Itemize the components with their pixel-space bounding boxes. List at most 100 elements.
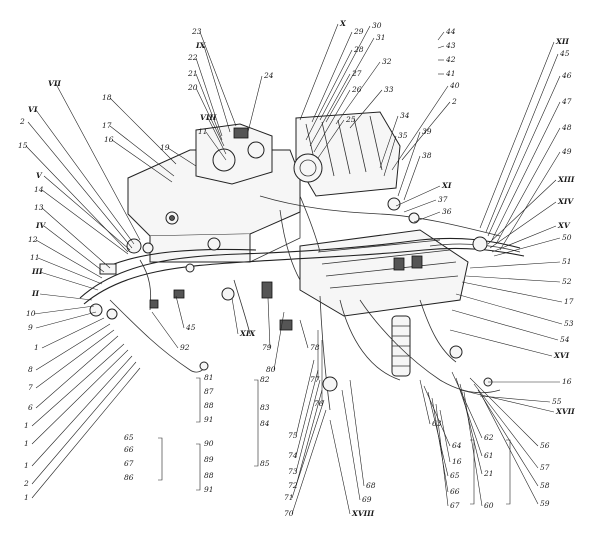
- leader-line: [383, 135, 397, 177]
- right-harness-block: [299, 229, 469, 317]
- part-label-102: 90: [204, 439, 214, 448]
- leader-line: [291, 399, 325, 499]
- part-label-20: 20: [187, 83, 198, 92]
- leader-line: [43, 175, 131, 251]
- leader-line: [449, 329, 553, 357]
- leader-line: [455, 293, 563, 325]
- part-label-94: 81: [204, 373, 214, 382]
- leader-line: [199, 31, 237, 127]
- part-label-74: 16: [562, 377, 572, 386]
- part-label-117: 61: [484, 451, 494, 460]
- leader-line: [273, 311, 285, 371]
- part-label-72: 54: [560, 335, 570, 344]
- part-label-8: 43: [445, 41, 456, 50]
- part-label-30: 17: [102, 121, 112, 130]
- part-label-24: 27: [351, 69, 362, 78]
- part-label-122: 58: [540, 481, 550, 490]
- leader-line: [35, 239, 103, 279]
- leader-line: [391, 85, 449, 171]
- leader-line: [479, 395, 551, 403]
- part-label-55: 6: [28, 403, 33, 412]
- leader-line: [491, 101, 561, 241]
- part-label-78: XIX: [239, 329, 256, 338]
- leader-line: [439, 409, 451, 463]
- relay-box: [293, 111, 401, 197]
- part-label-3: 30: [372, 21, 382, 30]
- part-label-76: 55: [552, 397, 562, 406]
- part-label-13: 45: [559, 49, 570, 58]
- part-label-54: 7: [28, 383, 33, 392]
- leader-line: [317, 119, 345, 159]
- leader-line: [39, 271, 99, 291]
- part-label-22: 24: [263, 71, 274, 80]
- part-label-85: 75: [288, 431, 298, 440]
- part-label-88: 72: [288, 481, 298, 490]
- part-label-66: XV: [557, 221, 571, 230]
- part-label-17: 49: [561, 147, 572, 156]
- leader-line: [403, 199, 437, 213]
- leader-line: [175, 295, 185, 329]
- leader-line: [31, 367, 141, 499]
- leader-line: [299, 23, 339, 121]
- leader-line: [295, 389, 323, 487]
- part-label-101: 85: [260, 459, 270, 468]
- connectors: [89, 197, 493, 392]
- leader-line: [195, 57, 223, 137]
- part-label-40: 38: [422, 151, 432, 160]
- part-label-98: 82: [260, 375, 270, 384]
- leader-line: [487, 75, 561, 237]
- leader-line: [401, 101, 451, 161]
- part-label-28: 11: [198, 127, 208, 136]
- part-label-95: 87: [204, 387, 214, 396]
- part-label-71: 53: [564, 319, 574, 328]
- part-label-112: 65: [450, 471, 460, 480]
- leader-line: [41, 207, 111, 269]
- leader-line: [247, 75, 263, 133]
- part-label-90: 70: [284, 509, 294, 518]
- leader-line: [435, 403, 449, 507]
- part-label-114: 67: [450, 501, 460, 510]
- part-label-67: 50: [562, 233, 572, 242]
- leader-line: [203, 45, 231, 133]
- part-label-36: 15: [18, 141, 28, 150]
- part-label-46: 12: [28, 235, 38, 244]
- part-label-32: 19: [160, 143, 170, 152]
- part-label-86: 74: [288, 451, 298, 460]
- part-label-123: 59: [540, 499, 550, 508]
- part-label-11: 40: [449, 81, 460, 90]
- part-label-108: 67: [124, 459, 134, 468]
- leader-line: [379, 115, 399, 169]
- part-label-92: 69: [362, 495, 372, 504]
- part-label-64: XIII: [557, 175, 575, 184]
- leader-line: [299, 319, 309, 349]
- leader-line: [43, 225, 105, 273]
- part-label-51: 9: [28, 323, 33, 332]
- part-label-63: 36: [442, 207, 452, 216]
- leader-line: [413, 211, 441, 223]
- part-label-33: VII: [48, 79, 61, 88]
- part-label-79: 92: [180, 343, 190, 352]
- leader-line: [267, 297, 271, 349]
- leader-line: [31, 355, 133, 467]
- part-label-2: 29: [353, 27, 364, 36]
- part-label-59: 2: [23, 479, 29, 488]
- leader-line: [167, 147, 197, 167]
- part-label-52: 1: [34, 343, 39, 352]
- leader-line: [495, 127, 561, 245]
- leader-line: [41, 189, 129, 255]
- part-label-56: 1: [24, 421, 29, 430]
- part-label-41: 2: [451, 97, 457, 106]
- leader-line: [231, 297, 239, 335]
- leader-line: [451, 371, 483, 439]
- part-label-77: 45: [185, 323, 196, 332]
- part-label-106: 65: [124, 433, 134, 442]
- part-label-111: 64: [452, 441, 462, 450]
- part-label-42: V: [36, 171, 43, 180]
- part-label-87: 73: [288, 467, 298, 476]
- part-label-14: 46: [561, 71, 572, 80]
- part-label-96: 88: [204, 401, 214, 410]
- leader-line: [477, 389, 539, 487]
- part-label-12: XII: [555, 37, 569, 46]
- leader-lines: [25, 23, 563, 515]
- part-label-58: 1: [24, 461, 29, 470]
